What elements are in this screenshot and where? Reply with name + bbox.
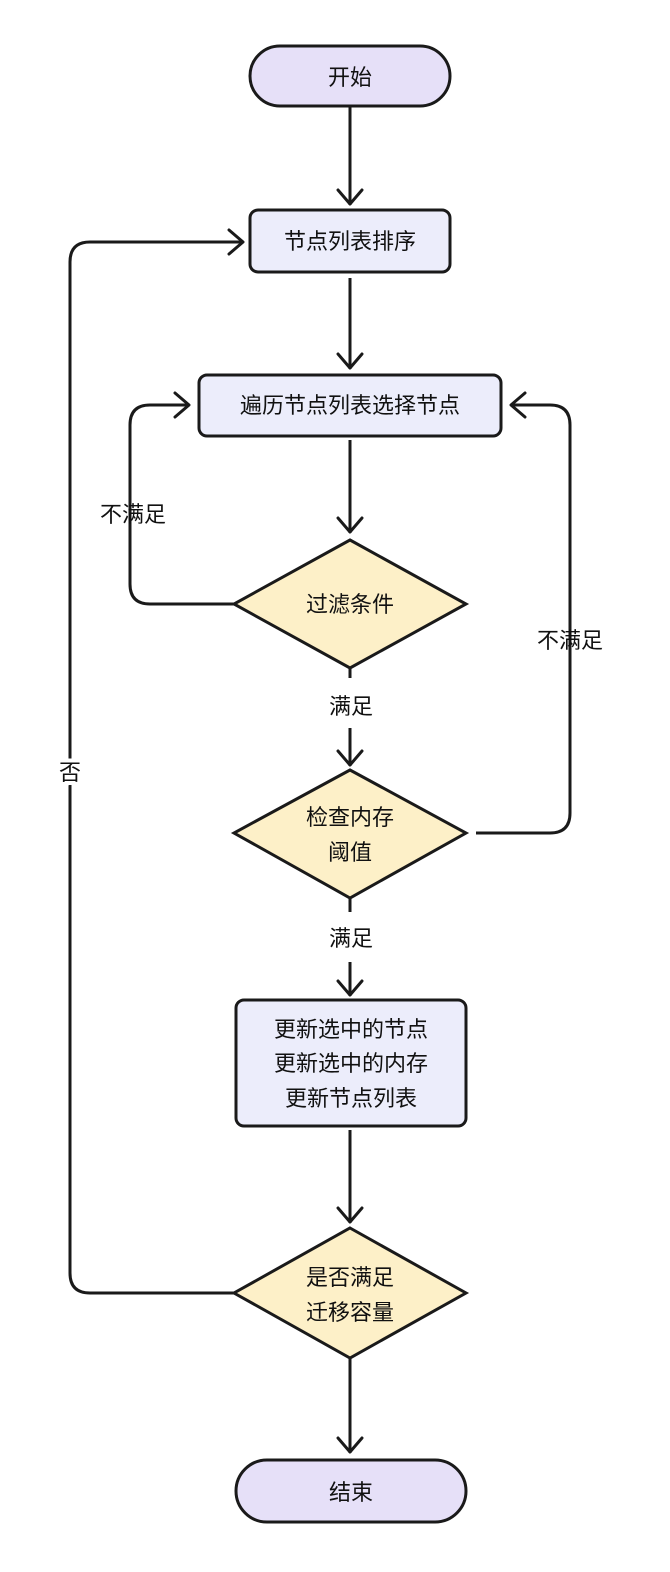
arrowhead — [336, 749, 364, 767]
arrowhead — [336, 1436, 364, 1454]
edge-label-memory-yes: 满足 — [329, 927, 373, 952]
arrowhead — [173, 391, 191, 419]
check-memory-label-line-2: 阈值 — [328, 841, 372, 866]
edge-label-memory-no: 不满足 — [537, 629, 603, 654]
start-label: 开始 — [328, 66, 372, 91]
process-shape — [234, 998, 468, 1128]
node-check-memory: 检查内存 阈值 — [230, 768, 470, 900]
update-label-line-3: 更新节点列表 — [285, 1087, 417, 1112]
iterate-label: 遍历节点列表选择节点 — [240, 394, 460, 419]
update-label-line-1: 更新选中的节点 — [274, 1018, 428, 1043]
node-sort: 节点列表排序 — [248, 208, 452, 274]
end-label: 结束 — [329, 1481, 373, 1506]
node-update: 更新选中的节点 更新选中的内存 更新节点列表 — [234, 998, 468, 1128]
connectors — [68, 106, 572, 1454]
edge-label-migration-no: 否 — [59, 761, 81, 786]
decision-shape — [230, 1226, 470, 1360]
arrowhead — [336, 979, 364, 997]
arrowhead — [509, 391, 527, 419]
process-shape — [197, 373, 503, 438]
node-migration-check: 是否满足 迁移容量 — [230, 1226, 470, 1360]
process-shape — [248, 208, 452, 274]
edge-filter-no-loop — [128, 403, 234, 606]
migration-check-label-line-2: 迁移容量 — [306, 1301, 394, 1326]
filter-label: 过滤条件 — [306, 593, 394, 618]
node-iterate: 遍历节点列表选择节点 — [197, 373, 503, 438]
decision-shape — [230, 538, 470, 670]
migration-check-label-line-1: 是否满足 — [306, 1266, 394, 1291]
arrowhead — [227, 228, 245, 256]
edge-label-filter-no: 不满足 — [100, 503, 166, 528]
terminal-shape — [234, 1458, 468, 1524]
arrowhead — [336, 352, 364, 370]
check-memory-label-line-1: 检查内存 — [306, 806, 394, 831]
arrowhead — [336, 1206, 364, 1224]
edge-migration-no-loop — [68, 240, 242, 1295]
decision-shape — [230, 768, 470, 900]
edge-label-filter-yes: 满足 — [329, 695, 373, 720]
sort-label: 节点列表排序 — [284, 230, 416, 255]
node-end: 结束 — [234, 1458, 468, 1524]
arrowhead — [336, 516, 364, 534]
arrowhead — [336, 188, 364, 206]
node-start: 开始 — [248, 44, 452, 108]
edge-memory-no-loop — [476, 403, 572, 835]
terminal-shape — [248, 44, 452, 108]
update-label-line-2: 更新选中的内存 — [274, 1052, 428, 1077]
node-filter: 过滤条件 — [230, 538, 470, 670]
